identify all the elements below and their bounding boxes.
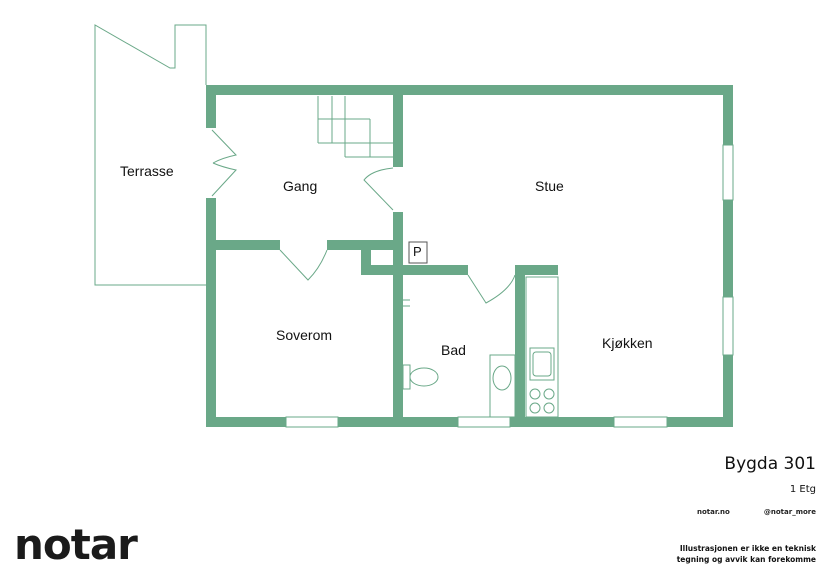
walls: [206, 85, 733, 427]
social-handle[interactable]: @notar_more: [763, 508, 816, 516]
property-title: Bygda 301: [724, 454, 816, 474]
terrace-outline: [94, 24, 207, 286]
fixtures: [402, 241, 559, 418]
door-swings: [211, 129, 516, 304]
p-label: P: [413, 244, 422, 259]
room-label-gang: Gang: [283, 178, 318, 194]
room-label-terrasse: Terrasse: [120, 163, 174, 179]
room-label-kjokken: Kjøkken: [602, 335, 653, 351]
disclaimer-line-1: Illustrasjonen er ikke en teknisk: [679, 544, 816, 553]
p-box: [408, 241, 428, 264]
room-label-stue: Stue: [535, 178, 564, 194]
room-label-bad: Bad: [441, 342, 466, 358]
floor-label: 1 Etg: [789, 484, 816, 495]
disclaimer: Illustrasjonen er ikke en teknisk tegnin…: [677, 543, 816, 565]
windows: [285, 144, 734, 428]
disclaimer-line-2: tegning og avvik kan forekomme: [676, 555, 816, 564]
website-link[interactable]: notar.no: [697, 508, 730, 516]
room-label-soverom: Soverom: [276, 327, 333, 343]
stairs: [317, 96, 393, 158]
bath-sink: [489, 354, 516, 418]
toilet: [402, 364, 411, 390]
kitchen-counter: [525, 276, 559, 418]
kitchen-sink: [529, 347, 555, 381]
notar-logo: notar: [14, 520, 138, 569]
